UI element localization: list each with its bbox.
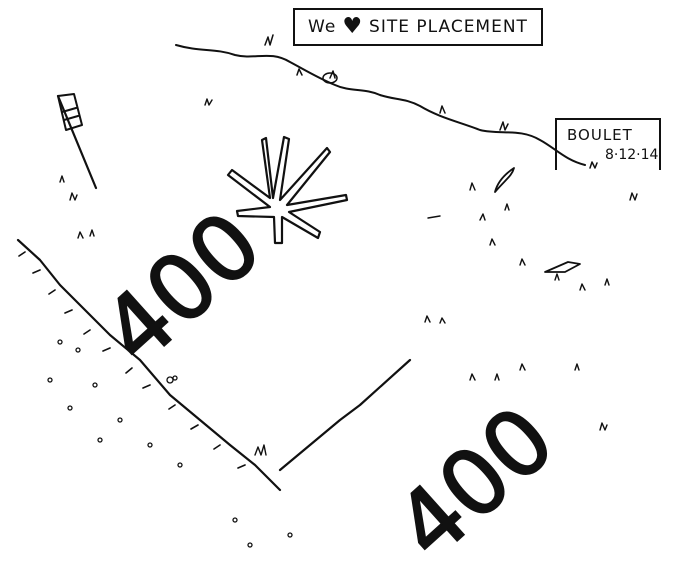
ground-letters-right: 400 <box>375 386 575 580</box>
ridge-rock <box>322 72 338 84</box>
signature-name: BOULET <box>567 126 633 144</box>
scattered-stones <box>47 339 293 548</box>
ground-letters-left: 400 <box>82 191 282 386</box>
signature-box: BOULET 8·12·14 <box>555 118 661 170</box>
asterisk-marker <box>226 135 349 245</box>
flag-banner <box>57 93 83 131</box>
cliff-edge <box>16 238 282 492</box>
ground-letters-right-text: 400 <box>376 387 574 575</box>
flag-pole <box>56 94 98 190</box>
post-line <box>278 358 412 472</box>
title-suffix: SITE PLACEMENT <box>369 17 528 37</box>
title-prefix: We <box>308 17 337 37</box>
grass-clusters <box>59 98 638 456</box>
leaf-marker <box>494 167 515 193</box>
ridge-grass <box>264 34 598 169</box>
title-banner: We ♥ SITE PLACEMENT <box>293 8 543 46</box>
heart-icon: ♥ <box>342 14 364 39</box>
ground-letters-left-text: 400 <box>83 192 281 385</box>
signature-date: 8·12·14 <box>605 147 659 163</box>
arrow-marker <box>544 261 581 273</box>
ridge-line <box>175 44 586 166</box>
cliff-hatching <box>18 251 246 469</box>
